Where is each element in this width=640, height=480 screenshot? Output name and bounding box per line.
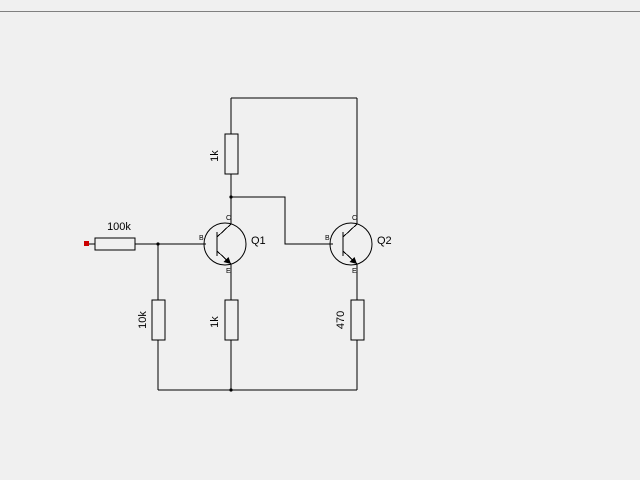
- q1-pin-base-label: B: [199, 235, 204, 242]
- transistor-q2[interactable]: B C E Q2: [325, 215, 392, 275]
- q2-pin-base-label: B: [325, 235, 330, 242]
- resistor-collector-label: 1k: [209, 150, 221, 162]
- transistor-q1-body: [203, 222, 247, 266]
- emitter-arrow-icon: [349, 257, 357, 264]
- junction-dot: [229, 195, 233, 199]
- junction-dot: [156, 242, 160, 246]
- transistor-q1[interactable]: B C E Q1: [199, 215, 266, 275]
- window-top-border: [0, 11, 640, 12]
- q2-pin-emitter-label: E: [352, 268, 357, 275]
- resistor-collector[interactable]: 1k: [209, 133, 239, 175]
- input-terminal[interactable]: [84, 241, 89, 246]
- resistor-emitter-q2-label: 470: [335, 311, 347, 329]
- resistor-bias[interactable]: 10k: [137, 299, 166, 341]
- q1-pin-collector-label: C: [226, 215, 231, 222]
- wire-q1c-to-q2b[interactable]: [231, 196, 333, 245]
- resistor-emitter-q2[interactable]: 470: [335, 299, 365, 341]
- wires: [87, 97, 358, 391]
- junctions: [156, 195, 233, 392]
- junction-dot: [229, 388, 233, 392]
- resistor-input[interactable]: 100k: [94, 221, 136, 251]
- q2-pin-collector-label: C: [352, 215, 357, 222]
- resistor-input-label: 100k: [107, 221, 131, 233]
- transistor-q1-label: Q1: [251, 235, 266, 247]
- resistor-bias-label: 10k: [137, 311, 149, 329]
- q1-pin-emitter-label: E: [226, 268, 231, 275]
- emitter-arrow-icon: [223, 257, 231, 264]
- resistor-emitter-q1[interactable]: 1k: [209, 299, 239, 341]
- resistor-emitter-q1-label: 1k: [209, 316, 221, 328]
- transistor-q2-body: [329, 222, 373, 266]
- transistor-q2-label: Q2: [377, 235, 392, 247]
